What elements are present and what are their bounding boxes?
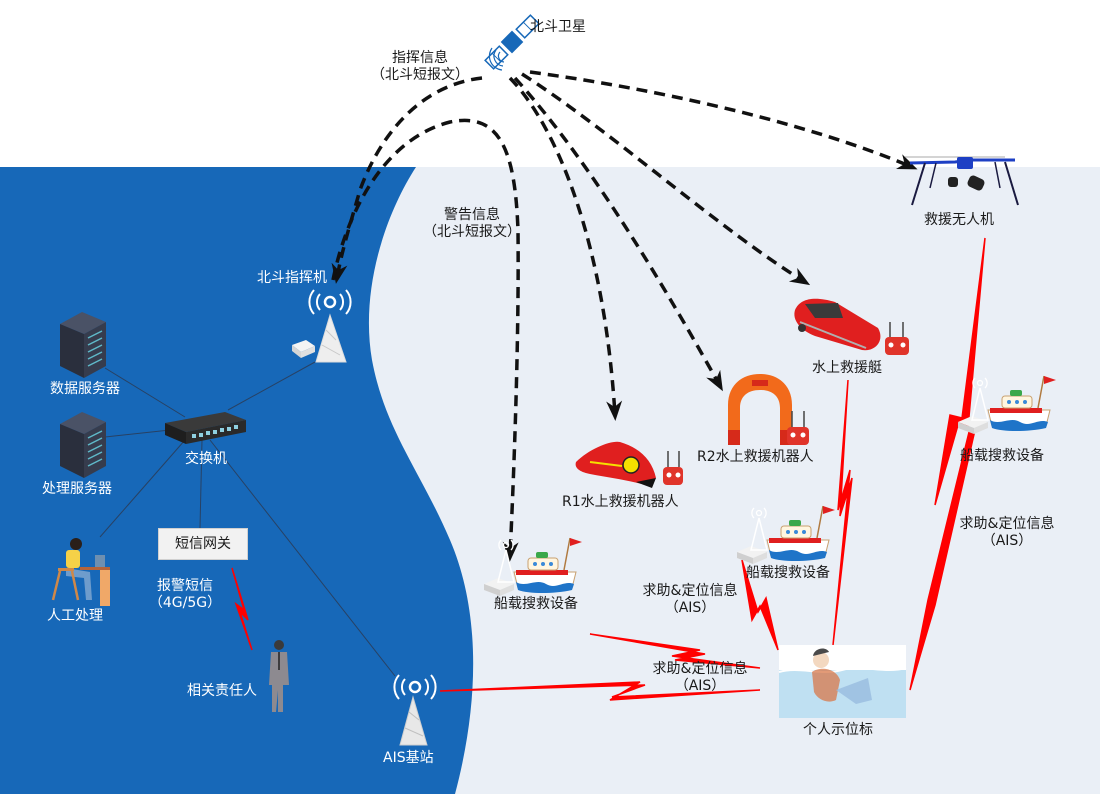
label-sos-ais-right: 求助&定位信息 （AIS） [952,516,1062,550]
label-shipborne-left: 船载搜救设备 [494,596,578,612]
r2-remote-controller-icon [787,411,809,445]
arrow-to-r2 [513,76,723,392]
label-sos-ais-right-sub: （AIS） [981,533,1033,549]
bolt-mid-ship-to-beacon [741,559,779,651]
beidou-message-arrows [331,70,918,562]
r1-rescue-robot-icon [575,441,656,488]
bolt-left-ship-to-beacon [589,633,761,669]
label-satellite: 北斗卫星 [530,19,586,35]
label-r1-robot: R1水上救援机器人 [562,494,679,510]
label-sos-ais-right-title: 求助&定位信息 [959,516,1055,532]
rescue-boat-icon [794,298,881,351]
operator-at-desk-icon [51,538,110,606]
label-switch: 交换机 [185,451,227,467]
bolt-ais-base-to-beacon [439,681,761,701]
arrow-to-rescue-boat [521,72,811,286]
label-alarm-sms-sub: （4G/5G） [148,595,222,611]
label-sos-ais-left-sub: （AIS） [664,600,716,616]
label-alarm-sms: 报警短信 （4G/5G） [145,578,225,612]
processing-server-icon [60,412,106,478]
boat-remote-controller-icon [885,322,909,355]
label-sos-ais-left: 求助&定位信息 （AIS） [635,583,745,617]
label-sos-ais-bottom-title: 求助&定位信息 [652,661,748,677]
label-processing-server: 处理服务器 [42,481,112,497]
data-server-icon [60,312,106,378]
responsible-person-icon [269,640,289,712]
label-warning-message-sub: （北斗短报文） [423,224,521,240]
network-links [99,361,396,677]
label-beidou-commander: 北斗指挥机 [257,270,327,286]
bolt-sms-to-person [231,567,253,651]
rescue-drone-icon [905,156,1019,206]
label-command-message: 指挥信息 （北斗短报文） [370,50,470,84]
label-rescue-boat: 水上救援艇 [812,360,882,376]
label-manual-processing: 人工处理 [47,608,103,624]
arrow-warning-from-commander [331,118,520,562]
label-responsible-person: 相关责任人 [187,683,257,699]
label-data-server: 数据服务器 [50,381,120,397]
label-command-message-title: 指挥信息 [392,50,448,66]
label-warning-message: 警告信息 （北斗短报文） [422,207,522,241]
r1-remote-controller-icon [663,451,683,485]
arrow-to-commander [331,76,483,284]
network-switch-icon [165,412,246,444]
label-alarm-sms-title: 报警短信 [157,578,213,594]
sms-gateway-box: 短信网关 [158,528,248,560]
satellite-signal-icon [488,47,505,71]
label-shipborne-right: 船载搜救设备 [960,448,1044,464]
arrow-to-r1 [508,76,623,421]
label-ais-base-station: AIS基站 [383,750,434,766]
label-personal-beacon: 个人示位标 [803,722,873,738]
ais-signal-bolts [231,237,986,701]
arrow-to-drone [529,70,918,170]
label-shipborne-mid: 船载搜救设备 [746,565,830,581]
label-sos-ais-bottom: 求助&定位信息 （AIS） [645,661,755,695]
land-region [0,167,474,794]
label-sos-ais-bottom-sub: （AIS） [674,678,726,694]
label-command-message-sub: （北斗短报文） [371,67,469,83]
label-warning-message-title: 警告信息 [444,207,500,223]
label-rescue-drone: 救援无人机 [924,212,994,228]
beidou-commander-tower-icon [292,289,352,363]
ais-base-station-icon [393,674,437,746]
label-r2-robot: R2水上救援机器人 [697,449,814,465]
person-in-water-icon [778,645,907,718]
label-sos-ais-left-title: 求助&定位信息 [642,583,738,599]
